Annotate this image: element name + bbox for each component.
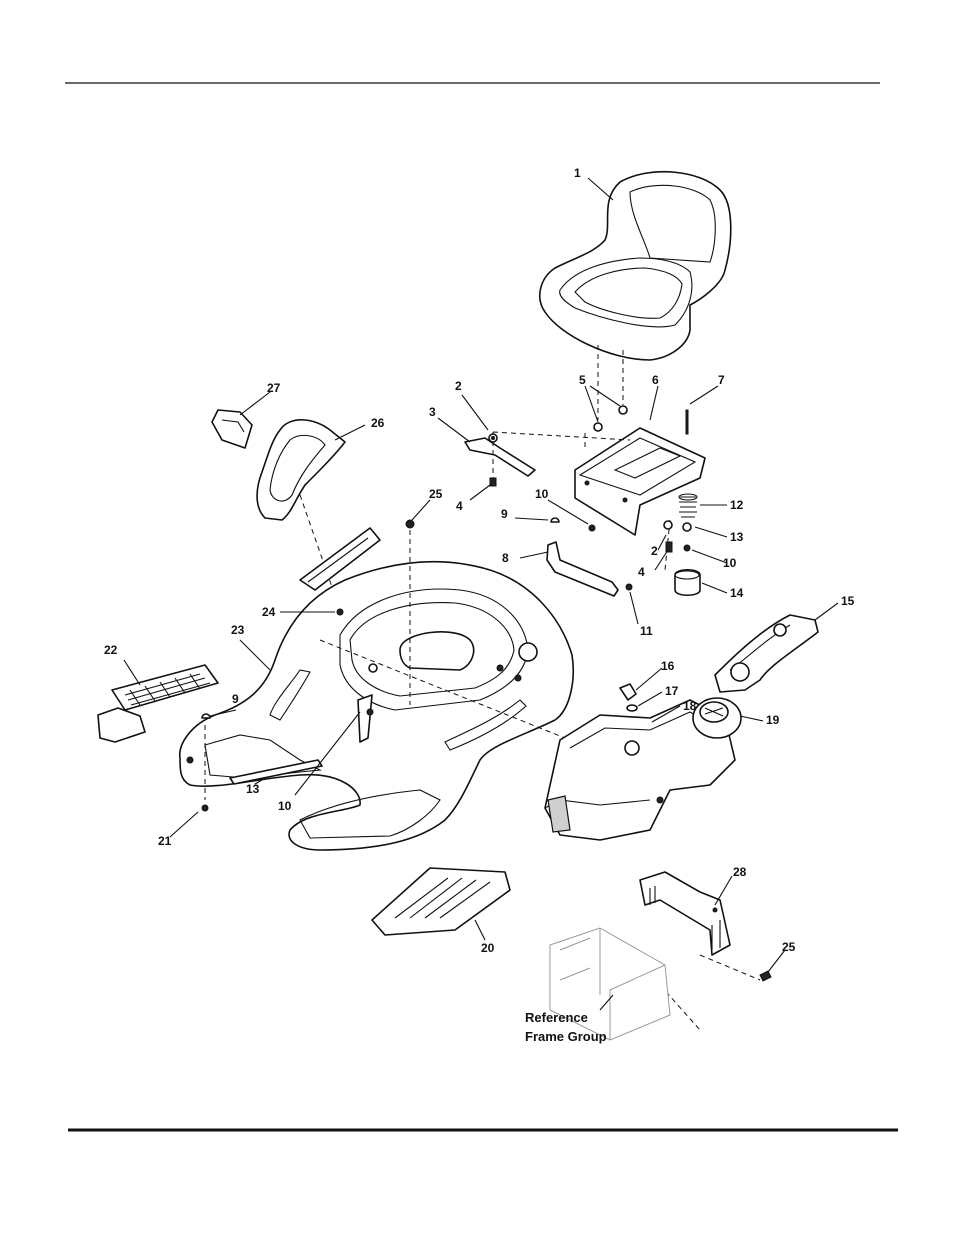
callout-7: 7 xyxy=(718,373,725,387)
callout-21: 21 xyxy=(158,834,172,848)
callout-12: 12 xyxy=(730,498,744,512)
callout-14: 14 xyxy=(730,586,744,600)
callout-3: 3 xyxy=(429,405,436,419)
callout-22: 22 xyxy=(104,643,118,657)
callout-11: 11 xyxy=(640,624,653,638)
screw-part-21 xyxy=(202,805,208,811)
callout-10b: 10 xyxy=(723,556,737,570)
pivot-bracket-part xyxy=(547,542,618,596)
screw-part-9 xyxy=(202,714,210,718)
screw-part-10b xyxy=(367,709,373,715)
callout-20: 20 xyxy=(481,941,495,955)
callout-8: 8 xyxy=(502,551,509,565)
callout-1: 1 xyxy=(574,166,581,180)
bumper-part xyxy=(675,570,700,596)
bracket-part-28 xyxy=(640,872,730,955)
callout-24: 24 xyxy=(262,605,276,619)
fitting-part-16 xyxy=(620,684,636,700)
callout-6: 6 xyxy=(652,373,659,387)
callout-28: 28 xyxy=(733,865,747,879)
bracket-guide-line xyxy=(700,955,760,980)
ring-part-17 xyxy=(627,705,637,711)
console-part xyxy=(715,615,818,692)
bolt-part-25b xyxy=(760,971,771,981)
callout-25b: 25 xyxy=(782,940,796,954)
callout-18: 18 xyxy=(683,699,697,713)
callout-13b: 13 xyxy=(246,782,260,796)
callout-10c: 10 xyxy=(278,799,292,813)
callout-19: 19 xyxy=(766,713,780,727)
callout-25a: 25 xyxy=(429,487,443,501)
knob-part-19 xyxy=(693,698,741,738)
footrest-right-part xyxy=(372,868,510,935)
callout-5: 5 xyxy=(579,373,586,387)
callout-4b: 4 xyxy=(638,565,645,579)
fender-pad-part xyxy=(257,420,345,520)
callout-13a: 13 xyxy=(730,530,744,544)
screw-part-24 xyxy=(337,609,343,615)
bolt-part-25a xyxy=(406,520,414,528)
body-fender-pan-part xyxy=(180,562,573,850)
callout-9a: 9 xyxy=(501,507,508,521)
seat-bracket-part xyxy=(575,428,705,535)
callout-27: 27 xyxy=(267,381,281,395)
knob-part-27 xyxy=(212,410,252,448)
callout-10a: 10 xyxy=(535,487,549,501)
callout-2b: 2 xyxy=(651,544,658,558)
callout-23: 23 xyxy=(231,623,245,637)
seat-part xyxy=(540,172,731,360)
callout-17: 17 xyxy=(665,684,679,698)
callout-4a: 4 xyxy=(456,499,463,513)
spring-part xyxy=(679,494,697,517)
reference-label-line1: Reference xyxy=(525,1010,588,1025)
callout-26: 26 xyxy=(371,416,385,430)
callout-2a: 2 xyxy=(455,379,462,393)
callout-16: 16 xyxy=(661,659,675,673)
reference-label-line2: Frame Group xyxy=(525,1029,607,1044)
callout-9b: 9 xyxy=(232,692,239,706)
seat-slide-bar-part xyxy=(465,438,535,476)
callout-15: 15 xyxy=(841,594,855,608)
